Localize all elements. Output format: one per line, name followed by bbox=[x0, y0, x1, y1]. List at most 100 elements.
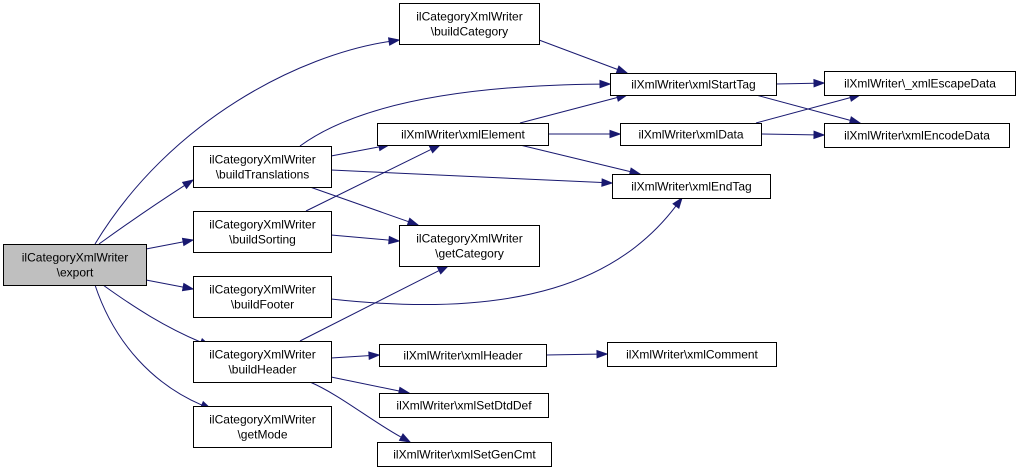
edge-buildTranslations-to-xmlEndTag bbox=[330, 169, 614, 187]
edge-export-to-buildTranslations bbox=[98, 179, 195, 245]
node-xmlComment[interactable]: ilXmlWriter\xmlComment bbox=[607, 342, 777, 367]
node-escapeData[interactable]: ilXmlWriter\_xmlEscapeData bbox=[824, 71, 1016, 96]
edge-line bbox=[519, 97, 618, 124]
node-box[interactable] bbox=[193, 341, 332, 383]
node-label: \getCategory bbox=[435, 247, 504, 261]
node-buildFooter[interactable]: ilCategoryXmlWriter\buildFooter bbox=[193, 276, 332, 318]
node-label: ilCategoryXmlWriter bbox=[416, 10, 522, 24]
node-getCategory[interactable]: ilCategoryXmlWriter\getCategory bbox=[399, 225, 540, 267]
arrowhead-icon bbox=[848, 116, 862, 125]
node-box[interactable] bbox=[379, 393, 549, 418]
node-label: ilXmlWriter\xmlHeader bbox=[403, 349, 522, 363]
edge-export-to-buildSorting bbox=[145, 237, 195, 250]
edge-line bbox=[299, 83, 601, 147]
node-box[interactable] bbox=[824, 71, 1016, 96]
edge-line bbox=[98, 184, 185, 245]
node-box[interactable] bbox=[3, 244, 147, 286]
edge-line bbox=[755, 97, 851, 124]
node-xmlStartTag[interactable]: ilXmlWriter\xmlStartTag bbox=[610, 73, 777, 96]
arrowhead-icon bbox=[406, 217, 420, 226]
edge-xmlStartTag-to-escapeData bbox=[775, 78, 826, 88]
edge-buildCategory-to-xmlStartTag bbox=[538, 39, 629, 74]
edge-line bbox=[519, 144, 631, 173]
edge-line bbox=[760, 133, 815, 136]
node-buildTranslations[interactable]: ilCategoryXmlWriter\buildTranslations bbox=[193, 146, 332, 188]
edge-export-to-buildFooter bbox=[145, 279, 195, 292]
arrowhead-icon bbox=[813, 130, 826, 140]
edge-xmlElement-to-xmlStartTag bbox=[519, 93, 629, 124]
edge-buildSorting-to-getCategory bbox=[330, 234, 401, 245]
node-xmlData[interactable]: ilXmlWriter\xmlData bbox=[620, 123, 762, 146]
arrowhead-icon bbox=[436, 265, 450, 275]
edge-line bbox=[330, 355, 370, 359]
node-label: \buildTranslations bbox=[216, 168, 310, 182]
arrowhead-icon bbox=[601, 178, 614, 187]
node-label: ilCategoryXmlWriter bbox=[416, 232, 522, 246]
edge-xmlHeader-to-xmlComment bbox=[545, 349, 609, 359]
edge-buildHeader-to-xmlSetDtdDef bbox=[330, 376, 411, 396]
node-label: ilCategoryXmlWriter bbox=[209, 218, 315, 232]
node-box[interactable] bbox=[620, 123, 762, 146]
edge-buildHeader-to-xmlSetGenCmt bbox=[309, 381, 412, 443]
node-xmlSetDtdDef[interactable]: ilXmlWriter\xmlSetDtdDef bbox=[379, 393, 549, 418]
edge-xmlElement-to-xmlData bbox=[548, 129, 622, 139]
node-box[interactable] bbox=[607, 342, 777, 367]
edge-buildHeader-to-xmlHeader bbox=[330, 351, 381, 360]
edge-line bbox=[330, 234, 390, 241]
node-box[interactable] bbox=[399, 3, 540, 45]
arrowhead-icon bbox=[599, 79, 612, 89]
node-label: \getMode bbox=[237, 428, 287, 442]
node-buildSorting[interactable]: ilCategoryXmlWriter\buildSorting bbox=[193, 211, 332, 253]
edge-line bbox=[330, 376, 400, 392]
node-box[interactable] bbox=[379, 344, 547, 367]
node-label: ilCategoryXmlWriter bbox=[209, 283, 315, 297]
arrowhead-icon bbox=[428, 144, 442, 154]
node-label: ilCategoryXmlWriter bbox=[209, 348, 315, 362]
arrowhead-icon bbox=[388, 235, 401, 245]
node-getMode[interactable]: ilCategoryXmlWriter\getMode bbox=[193, 406, 332, 448]
node-box[interactable] bbox=[193, 276, 332, 318]
node-box[interactable] bbox=[377, 123, 549, 146]
node-box[interactable] bbox=[612, 174, 771, 199]
node-export[interactable]: ilCategoryXmlWriter\export bbox=[3, 244, 147, 286]
arrowhead-icon bbox=[387, 37, 401, 46]
edge-line bbox=[538, 39, 618, 70]
edge-xmlElement-to-xmlEndTag bbox=[519, 144, 642, 176]
node-label: \buildCategory bbox=[431, 25, 508, 39]
node-label: ilXmlWriter\xmlSetGenCmt bbox=[393, 448, 536, 462]
node-buildHeader[interactable]: ilCategoryXmlWriter\buildHeader bbox=[193, 341, 332, 383]
node-encodeData[interactable]: ilXmlWriter\xmlEncodeData bbox=[824, 123, 1010, 148]
arrowhead-icon bbox=[615, 65, 629, 74]
node-label: ilXmlWriter\xmlStartTag bbox=[631, 78, 755, 92]
node-box[interactable] bbox=[399, 225, 540, 267]
node-box[interactable] bbox=[824, 123, 1010, 148]
node-xmlElement[interactable]: ilXmlWriter\xmlElement bbox=[377, 123, 549, 146]
edge-line bbox=[145, 279, 184, 288]
node-label: ilXmlWriter\xmlEncodeData bbox=[844, 129, 990, 143]
node-box[interactable] bbox=[377, 442, 552, 467]
arrowhead-icon bbox=[672, 196, 683, 209]
node-box[interactable] bbox=[193, 211, 332, 253]
edge-line bbox=[330, 146, 380, 157]
node-label: ilXmlWriter\_xmlEscapeData bbox=[844, 77, 996, 91]
edge-export-to-buildCategory bbox=[94, 37, 401, 245]
node-xmlSetGenCmt[interactable]: ilXmlWriter\xmlSetGenCmt bbox=[377, 442, 552, 467]
node-buildCategory[interactable]: ilCategoryXmlWriter\buildCategory bbox=[399, 3, 540, 45]
node-xmlHeader[interactable]: ilXmlWriter\xmlHeader bbox=[379, 344, 547, 367]
node-box[interactable] bbox=[193, 146, 332, 188]
node-label: ilXmlWriter\xmlData bbox=[638, 128, 743, 142]
edge-line bbox=[305, 148, 432, 212]
node-box[interactable] bbox=[193, 406, 332, 448]
arrowhead-icon bbox=[181, 179, 195, 190]
edge-line bbox=[94, 284, 203, 406]
edge-line bbox=[775, 82, 815, 85]
node-label: ilXmlWriter\xmlComment bbox=[626, 348, 758, 362]
arrowhead-icon bbox=[181, 282, 195, 292]
edge-line bbox=[330, 205, 677, 305]
node-box[interactable] bbox=[610, 73, 777, 96]
edge-xmlData-to-encodeData bbox=[760, 130, 826, 140]
node-label: \export bbox=[57, 266, 94, 280]
node-xmlEndTag[interactable]: ilXmlWriter\xmlEndTag bbox=[612, 174, 771, 199]
edge-line bbox=[145, 241, 184, 250]
edge-buildTranslations-to-xmlStartTag bbox=[299, 79, 612, 147]
